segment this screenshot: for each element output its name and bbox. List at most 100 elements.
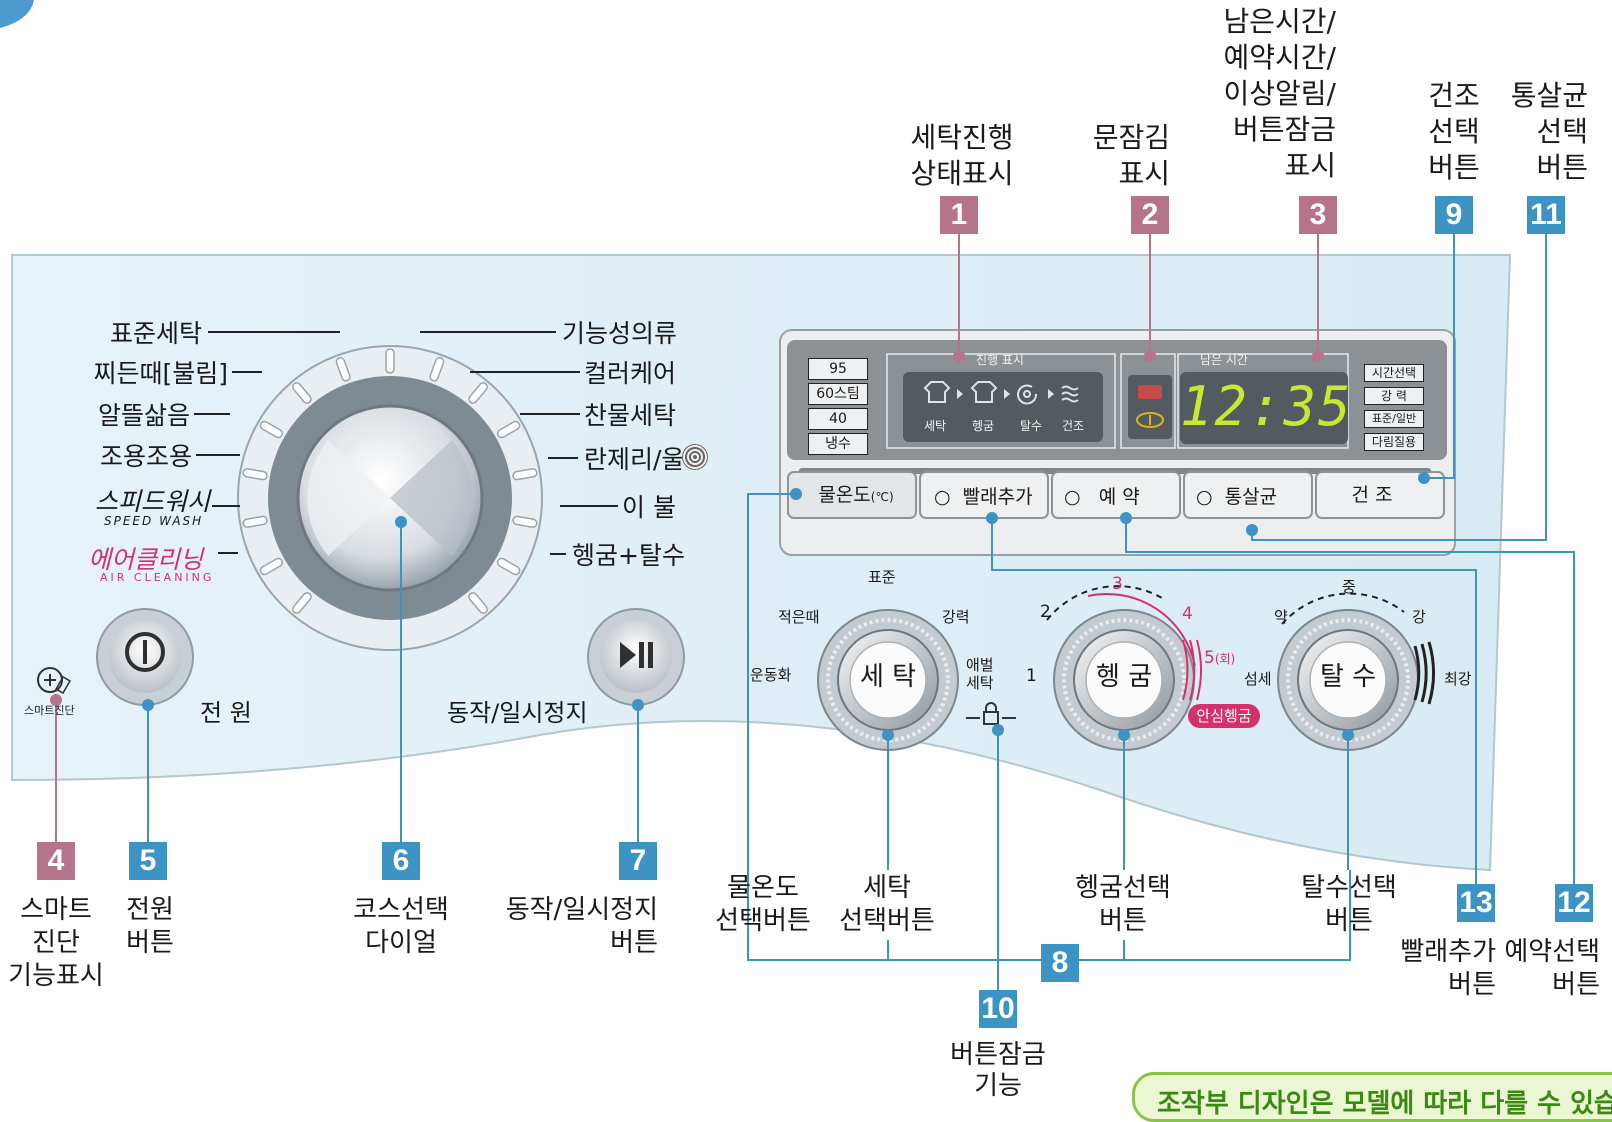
course-lingerie-wool: 란제리/울 [584, 445, 685, 474]
smart-diag-label: 스마트진단 [24, 704, 75, 717]
panel-button[interactable] [1183, 471, 1313, 519]
temp-button-text: 물온도 [818, 484, 871, 506]
dial-tick [259, 557, 284, 576]
temp-option: 냉수 [808, 433, 868, 455]
selector-knob[interactable] [817, 609, 959, 751]
wash-opt-sneaker: 운동화 [750, 666, 792, 684]
tub-clean-text: 통살균 [1224, 486, 1278, 508]
leader-line [747, 493, 1351, 961]
remaining-time: 12:35 [1180, 375, 1353, 438]
progress-step: 탈수 [1020, 419, 1043, 433]
temp-option: 60스팀 [808, 383, 868, 405]
spin-opt-high: 강 [1412, 608, 1426, 626]
reserve-text: 예 약 [1098, 486, 1140, 508]
safe-rinse-badge: 안심헹굼 [1188, 704, 1260, 728]
dial-tick [468, 382, 488, 404]
smart-diagnosis-icon [37, 667, 71, 695]
callout-number: 10 [979, 990, 1017, 1028]
callout-number: 6 [382, 842, 420, 880]
dial-tick [292, 382, 312, 404]
wash-opt-prewash: 애벌 세탁 [966, 656, 994, 692]
spin-knob-label: 탈 수 [1319, 662, 1377, 692]
rinse-opt-3: 3 [1112, 574, 1123, 594]
leader-dot [632, 699, 644, 711]
play-pause-icon [620, 642, 653, 668]
corner-decoration [0, 0, 34, 28]
dial-tick [468, 592, 488, 614]
course-functional: 기능성의류 [562, 319, 678, 348]
rinse-opt-5: 5(회) [1204, 648, 1235, 669]
rinse-arc [1046, 585, 1202, 701]
temp-button-label: 물온도(℃) [796, 480, 916, 513]
dial-tick [512, 515, 538, 528]
air-cleaning-sub: AIR CLEANING [100, 571, 215, 584]
callout-text: 빨래추가 버튼 [1400, 937, 1496, 1000]
dial-tick [242, 468, 268, 481]
door-lock-icon [1136, 385, 1164, 428]
leader-dot [142, 699, 154, 711]
panel-button[interactable] [1051, 471, 1181, 519]
course-dial[interactable] [237, 345, 543, 651]
spin-opt-delicate: 섬세 [1244, 670, 1272, 688]
progress-step: 건조 [1062, 419, 1085, 433]
leader-dot [50, 694, 62, 706]
dial-tick [496, 420, 521, 439]
design-note: 조작부 디자인은 모델에 따라 다를 수 있습니다. [1132, 1072, 1612, 1122]
leader-dot [1418, 472, 1430, 484]
callout-number: 12 [1555, 884, 1593, 922]
rinse-opt-5-num: 5 [1204, 648, 1215, 668]
callout-number: 11 [1527, 196, 1565, 234]
callout-text: 동작/일시정지 버튼 [505, 895, 658, 958]
add-laundry-label: ○ 빨래추가 [934, 486, 1033, 508]
rinse-opt-4: 4 [1182, 604, 1193, 624]
right-options: 시간선택 강 력 표준/일반 다림질용 [1364, 364, 1428, 451]
callout-text: 코스선택 다이얼 [353, 895, 449, 958]
dial-leaders [194, 331, 618, 555]
dry-icon [1061, 385, 1079, 403]
course-air-cleaning: 에어클리닝 [88, 545, 204, 574]
sub-label: 물온도 선택버튼 [715, 873, 811, 936]
start-pause-button[interactable] [587, 608, 685, 706]
dial-tick [496, 557, 521, 576]
dial-ticks [194, 331, 618, 614]
course-cold-wash: 찬물세탁 [584, 401, 677, 430]
temp-option: 95 [808, 358, 868, 380]
spin-icon [1017, 384, 1038, 405]
panel-button[interactable] [1315, 471, 1445, 519]
power-button[interactable] [96, 608, 194, 706]
spin-arc [1281, 592, 1435, 705]
button-lock-icon [966, 702, 1016, 725]
callout-number: 8 [1041, 944, 1079, 982]
leader-dot [1120, 512, 1132, 524]
callout-number: 9 [1435, 196, 1473, 234]
power-icon [125, 632, 165, 672]
callout-text: 통살균 선택 버튼 [1510, 79, 1588, 184]
spin-opt-medium: 중 [1342, 578, 1356, 596]
dial-tick [335, 356, 351, 382]
course-speed-wash: 스피드워시 [94, 487, 210, 516]
sub-label: 탈수선택 버튼 [1301, 873, 1397, 936]
leader-dot [1246, 524, 1258, 536]
dry-strong-option: 강 력 [1364, 387, 1424, 405]
leader-line [1125, 518, 1575, 884]
dial-tick [292, 592, 312, 614]
callout-text: 예약선택 버튼 [1504, 937, 1600, 1000]
leader-dot [986, 512, 998, 524]
progress-step: 헹굼 [972, 419, 995, 433]
leader-dot [953, 350, 965, 362]
callout-text: 문잠김 표시 [1092, 121, 1170, 190]
sub-label: 헹굼선택 버튼 [1075, 873, 1171, 936]
display-housing [779, 329, 1456, 556]
callout-text: 버튼잠금 기능 [950, 1040, 1046, 1101]
panel-button[interactable] [919, 471, 1049, 519]
leader-dot [992, 724, 1004, 736]
temp-unit: (℃) [870, 490, 894, 504]
callout-text: 스마트 진단 기능표시 [8, 895, 104, 991]
wash-opt-standard: 표준 [868, 568, 896, 586]
course-quiet: 조용조용 [99, 442, 192, 471]
wash-opt-strong: 강력 [942, 608, 970, 626]
callout-number: 5 [129, 842, 167, 880]
callout-text: 전원 버튼 [126, 895, 174, 958]
selector-knob[interactable] [1053, 609, 1195, 751]
dial-tick [512, 468, 538, 481]
